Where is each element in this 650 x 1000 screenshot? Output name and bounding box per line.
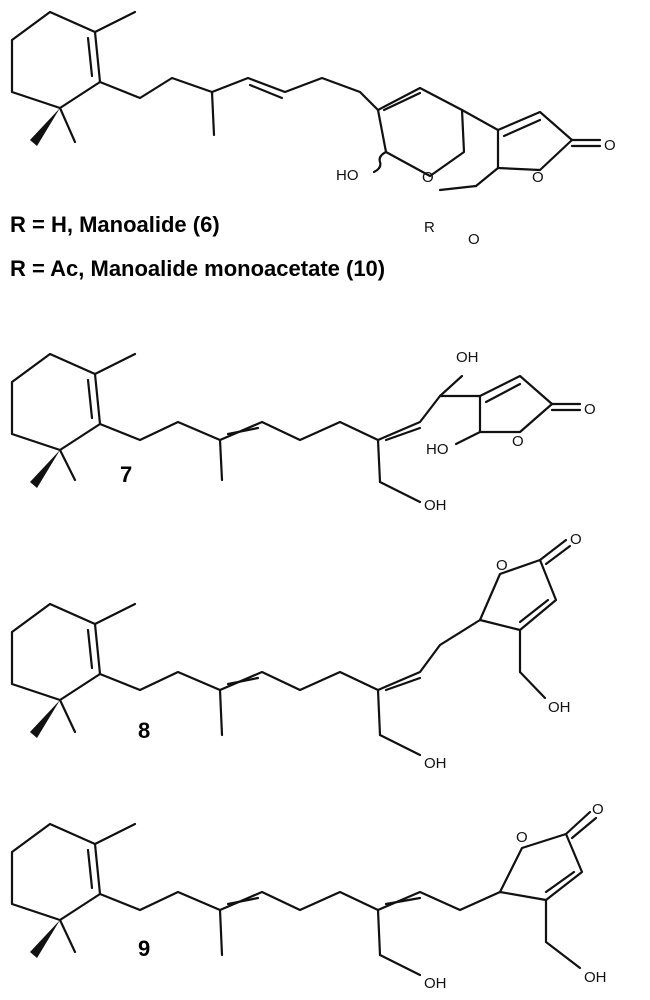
oh-label-1: OH <box>584 969 607 986</box>
lactone-oxygen-label: O <box>516 829 528 846</box>
structure-8: O O OH OH 8 <box>10 531 582 772</box>
oh-label-2: OH <box>424 975 447 992</box>
ether-oxygen-label: O <box>468 231 480 248</box>
compound-number-9: 9 <box>138 936 150 961</box>
caption-monoacetate: R = Ac, Manoalide monoacetate (10) <box>10 256 385 281</box>
butenolide-ring <box>438 110 602 192</box>
carbonyl-oxygen-label: O <box>570 531 582 548</box>
compound-number-7: 7 <box>120 462 132 487</box>
carbonyl-oxygen-label: O <box>584 401 596 418</box>
caption-manoalide: R = H, Manoalide (6) <box>10 212 220 237</box>
oh-label-1: OH <box>548 699 571 716</box>
hydroxyl-label: HO <box>336 167 359 184</box>
oh-label-2: OH <box>424 755 447 772</box>
side-chain <box>98 76 380 137</box>
oh-label-2: OH <box>424 497 447 514</box>
lactone-oxygen-label: O <box>532 169 544 186</box>
lactone-oxygen-label: O <box>512 433 524 450</box>
carbonyl-oxygen-label: O <box>604 137 616 154</box>
pyran-ring <box>372 86 500 178</box>
structure-9: O O OH OH 9 <box>10 801 607 992</box>
ho-label: HO <box>426 441 449 458</box>
oh-label-1: OH <box>456 349 479 366</box>
cyclohexene-ring <box>10 10 137 146</box>
compound-number-8: 8 <box>138 718 150 743</box>
ring-oxygen-label: O <box>422 169 434 186</box>
carbonyl-oxygen-label: O <box>592 801 604 818</box>
structure-manoalide: HO O O O R O R = H, Manoalide (6) R = Ac… <box>10 10 616 281</box>
structure-7: OH O O HO OH 7 <box>10 349 596 514</box>
r-group-label: R <box>424 219 435 236</box>
lactone-oxygen-label: O <box>496 557 508 574</box>
